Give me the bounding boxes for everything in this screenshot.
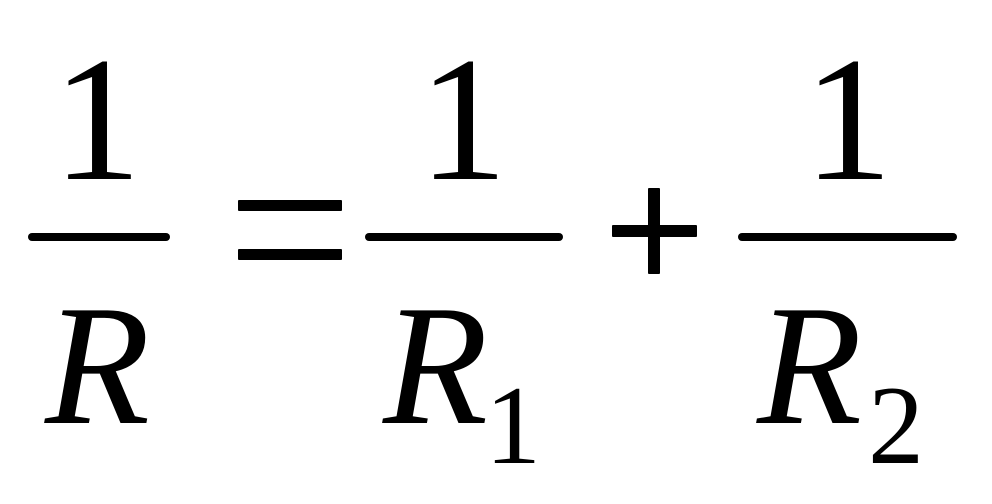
term1-numerator: 1	[418, 20, 508, 218]
equals-line-top	[238, 200, 342, 211]
term2-subscript: 2	[868, 364, 924, 488]
lhs-fraction-bar	[28, 233, 170, 241]
term1-fraction-bar	[365, 233, 563, 241]
plus-vertical	[648, 188, 660, 274]
lhs-numerator: 1	[52, 20, 142, 218]
lhs-denominator: R	[45, 271, 151, 461]
term2-numerator: 1	[803, 20, 893, 218]
equals-line-bottom	[238, 249, 342, 260]
term1-denominator: R	[383, 271, 489, 461]
term2-denominator: R	[757, 271, 863, 461]
term2-fraction-bar	[738, 233, 957, 241]
term1-subscript: 1	[485, 364, 541, 488]
